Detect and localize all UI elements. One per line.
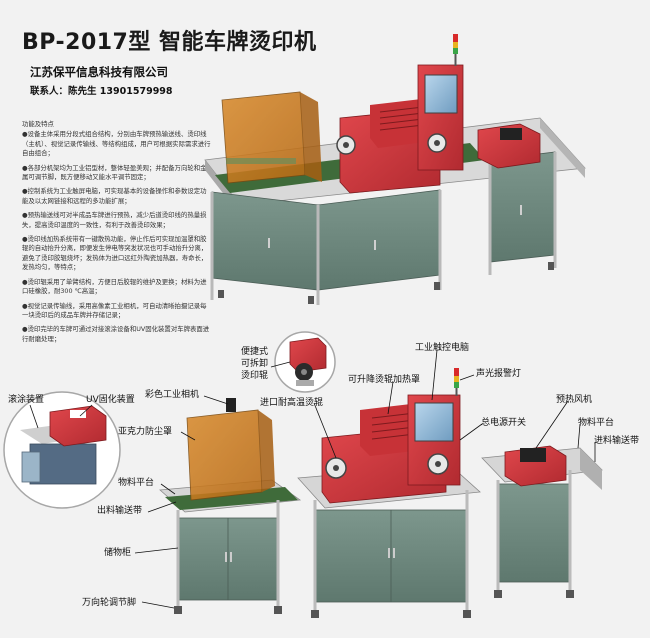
feature-item: ●控制系统为工业触屏电脑，可实现基本的设备操作和参数设定功能及以太网链接和远程的… — [22, 187, 207, 205]
feature-item: ●设备主体采用分段式组合结构，分别由车牌预热输送线、烫印线（主机）、视觉记录传输… — [22, 130, 211, 158]
label-portable-roller-1: 便捷式 — [241, 347, 269, 357]
feature-list: 功能及特点 ●设备主体采用分段式组合结构，分别由车牌预热输送线、烫印线（主机）、… — [22, 120, 212, 349]
contact-info: 联系人：陈先生 13901579998 — [30, 86, 173, 97]
label-portable-roller-3: 烫印辊 — [241, 371, 269, 381]
feature-item: ●烫印线加热系统带有一键散热功能，停止作后可实现加温罩和胶辊的自动抬升分离，即便… — [22, 235, 208, 272]
top-machine — [204, 34, 586, 305]
left-segment — [159, 398, 302, 614]
label-infeed-belt: 进料输送带 — [594, 436, 640, 446]
label-uv-curing: UV固化装置 — [86, 395, 135, 405]
label-imported-roller: 进口耐高温烫辊 — [260, 398, 324, 408]
label-roller-coater: 滚涂装置 — [8, 395, 45, 405]
label-power-switch: 总电源开关 — [481, 418, 527, 428]
right-segment — [481, 445, 603, 598]
inset-uv-coater — [3, 391, 121, 509]
label-touch-pc: 工业触控电脑 — [415, 343, 470, 353]
label-outfeed-belt: 出料输送带 — [97, 506, 143, 516]
feature-item: ●烫印完毕的车牌可通过对接滚涂设备和UV固化装置对车牌表面进行耐磨处理； — [22, 325, 210, 343]
inset-portable-roller — [274, 331, 336, 393]
label-color-camera: 彩色工业相机 — [145, 390, 200, 400]
middle-segment — [297, 368, 481, 618]
page-title: BP-2017型 智能车牌烫印机 — [22, 30, 317, 55]
label-caster-foot: 万向轮调节脚 — [82, 598, 137, 608]
feature-item: ●预热输送线可对半成品车牌进行预热，减少后道烫印线的热量损失，提高烫印温度的一致… — [22, 211, 207, 229]
label-preheat-fan: 预热风机 — [556, 395, 593, 405]
label-material-table-right: 物料平台 — [578, 418, 615, 428]
feature-item: ●各部分机架均为工业铝型材，整体轻盈美观；并配备万向轮和金属可调节脚，既方便移动… — [22, 163, 207, 182]
label-portable-roller-2: 可拆卸 — [241, 359, 269, 369]
label-acrylic-cover: 亚克力防尘罩 — [118, 427, 173, 437]
label-storage-cabinet: 储物柜 — [104, 548, 132, 558]
feature-item: ●烫印辊采用了单臂结构，方便日后胶辊的维护及更换；材料为进口硅橡胶，耐300 ℃… — [22, 277, 207, 296]
company-name: 江苏保平信息科技有限公司 — [30, 65, 168, 79]
feature-heading: 功能及特点 — [22, 120, 54, 128]
label-liftable-hood: 可升降烫辊加热罩 — [348, 375, 421, 385]
feature-item: ●视觉记录传输线，采用高像素工业相机，可自动清晰拍摄记录每一块烫印后的成品车牌并… — [22, 301, 207, 319]
label-alarm-light: 声光报警灯 — [476, 369, 522, 379]
label-material-table-left: 物料平台 — [118, 478, 155, 488]
